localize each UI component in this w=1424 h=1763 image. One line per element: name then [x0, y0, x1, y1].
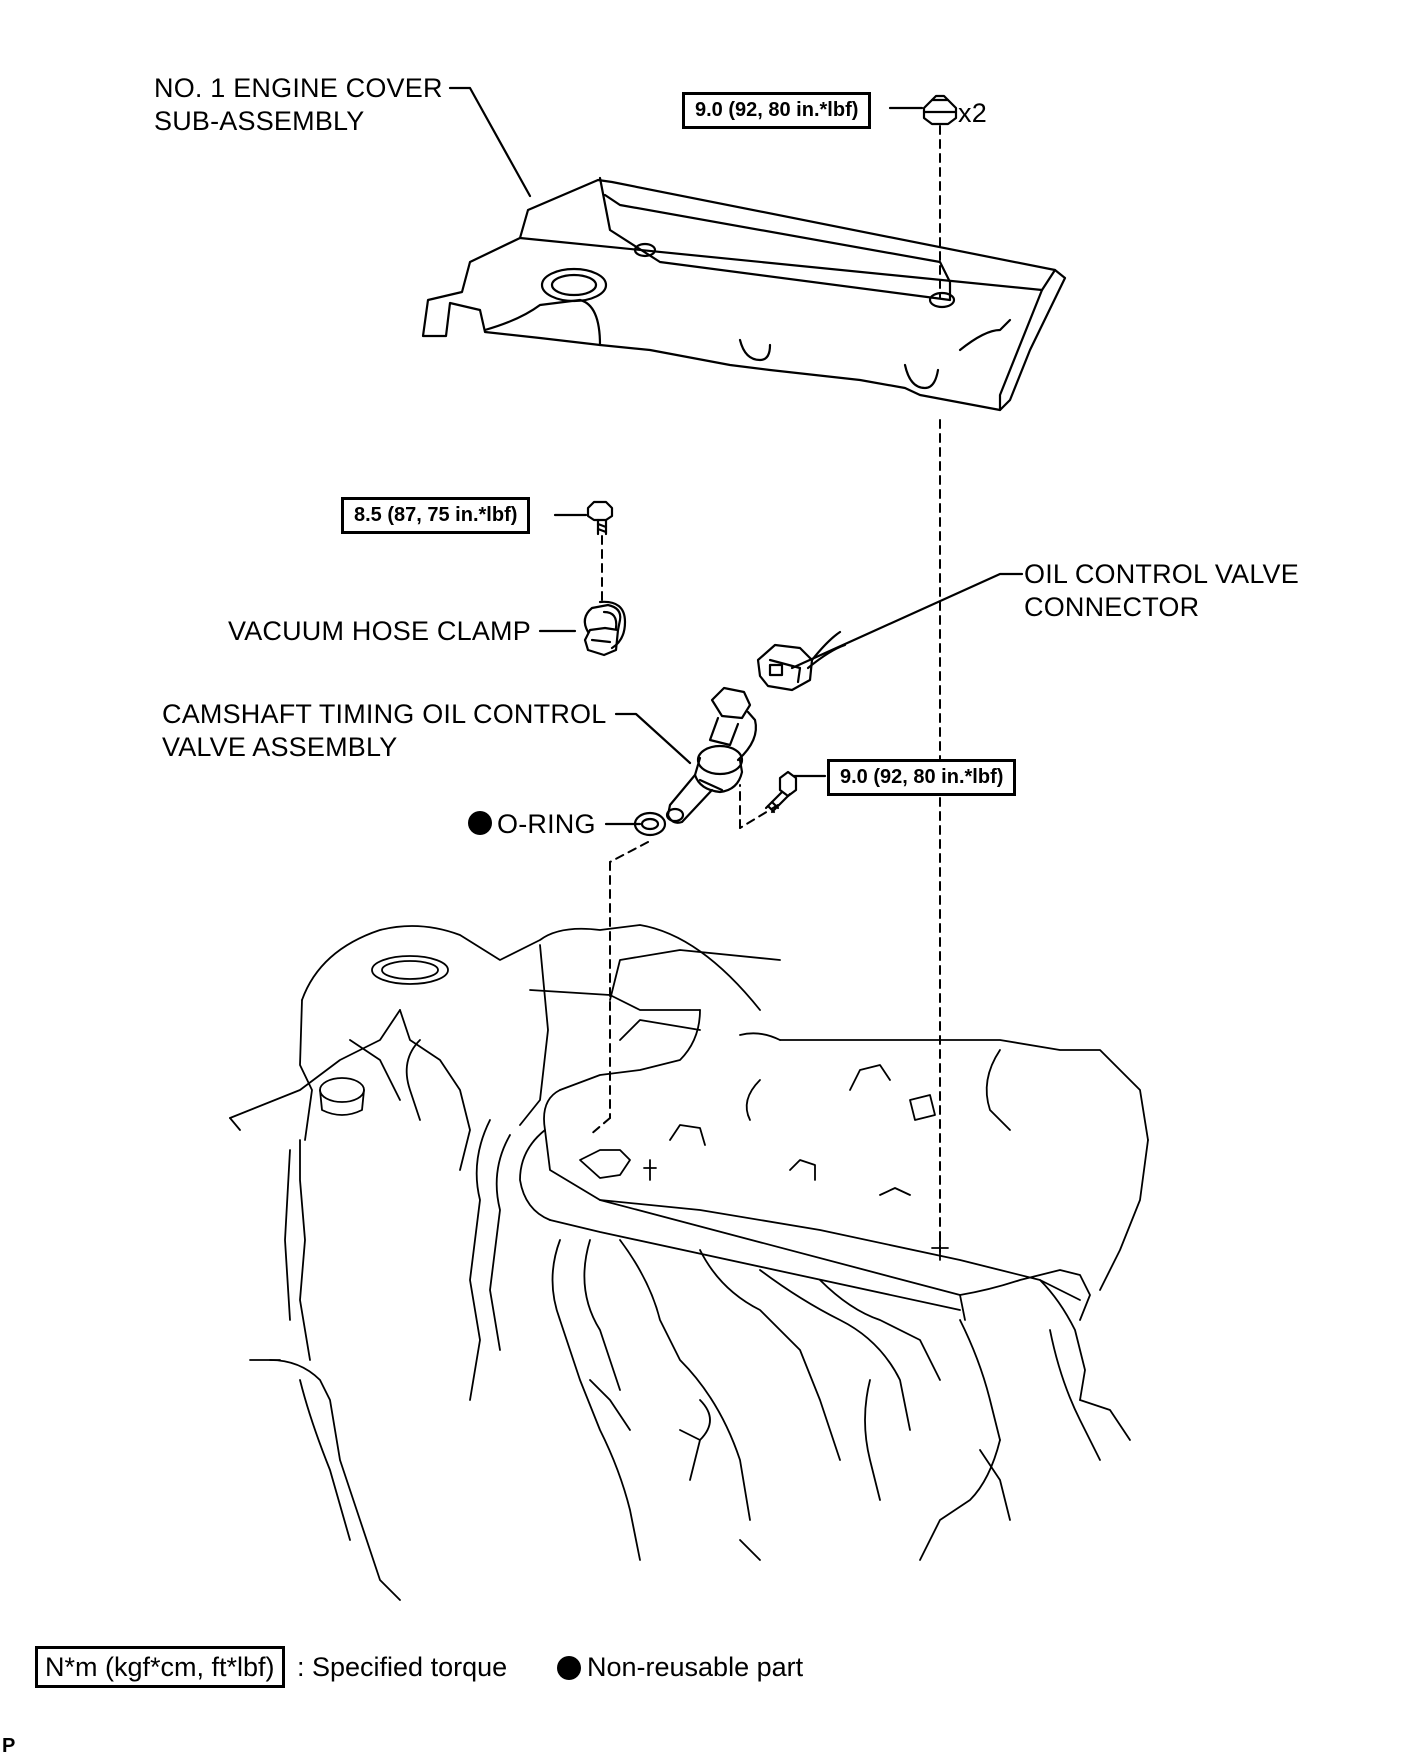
nut-icon	[922, 94, 958, 126]
vacuum-hose-clamp-drawing	[583, 600, 627, 657]
bolt-icon	[586, 500, 614, 536]
engine-cover-label-line1: NO. 1 ENGINE COVER	[154, 73, 443, 103]
legend-torque-description: : Specified torque	[297, 1652, 508, 1682]
o-ring-drawing	[633, 811, 667, 837]
vacuum-hose-clamp-label: VACUUM HOSE CLAMP	[228, 616, 531, 646]
o-ring-label: O-RING	[497, 809, 596, 839]
connector-label-line1: OIL CONTROL VALVE	[1024, 559, 1299, 589]
corner-mark: P	[2, 1735, 16, 1757]
engine-cover-drawing	[421, 176, 1067, 412]
engine-drawing	[229, 924, 1149, 1601]
torque-box-ocv-bolt: 9.0 (92, 80 in.*lbf)	[827, 759, 1017, 796]
legend-non-reusable-dot-icon	[557, 1656, 581, 1680]
ocv-bolt-icon	[764, 770, 798, 814]
engine-cover-label-line2: SUB-ASSEMBLY	[154, 106, 365, 136]
ocv-label-line2: VALVE ASSEMBLY	[162, 732, 398, 762]
connector-drawing	[756, 630, 847, 692]
legend-non-reusable-description: Non-reusable part	[587, 1652, 804, 1682]
ocv-label-line1: CAMSHAFT TIMING OIL CONTROL	[162, 699, 607, 729]
torque-box-clamp-bolt: 8.5 (87, 75 in.*lbf)	[341, 497, 531, 534]
connector-label-line2: CONNECTOR	[1024, 592, 1200, 622]
non-reusable-dot-icon	[468, 811, 492, 835]
ocv-drawing	[665, 686, 757, 824]
quantity-label: x2	[958, 98, 987, 128]
engine-cover-label: NO. 1 ENGINE COVER	[154, 71, 443, 105]
torque-box-cover-nut: 9.0 (92, 80 in.*lbf)	[682, 92, 872, 129]
legend-torque-unit-box: N*m (kgf*cm, ft*lbf)	[35, 1646, 285, 1688]
